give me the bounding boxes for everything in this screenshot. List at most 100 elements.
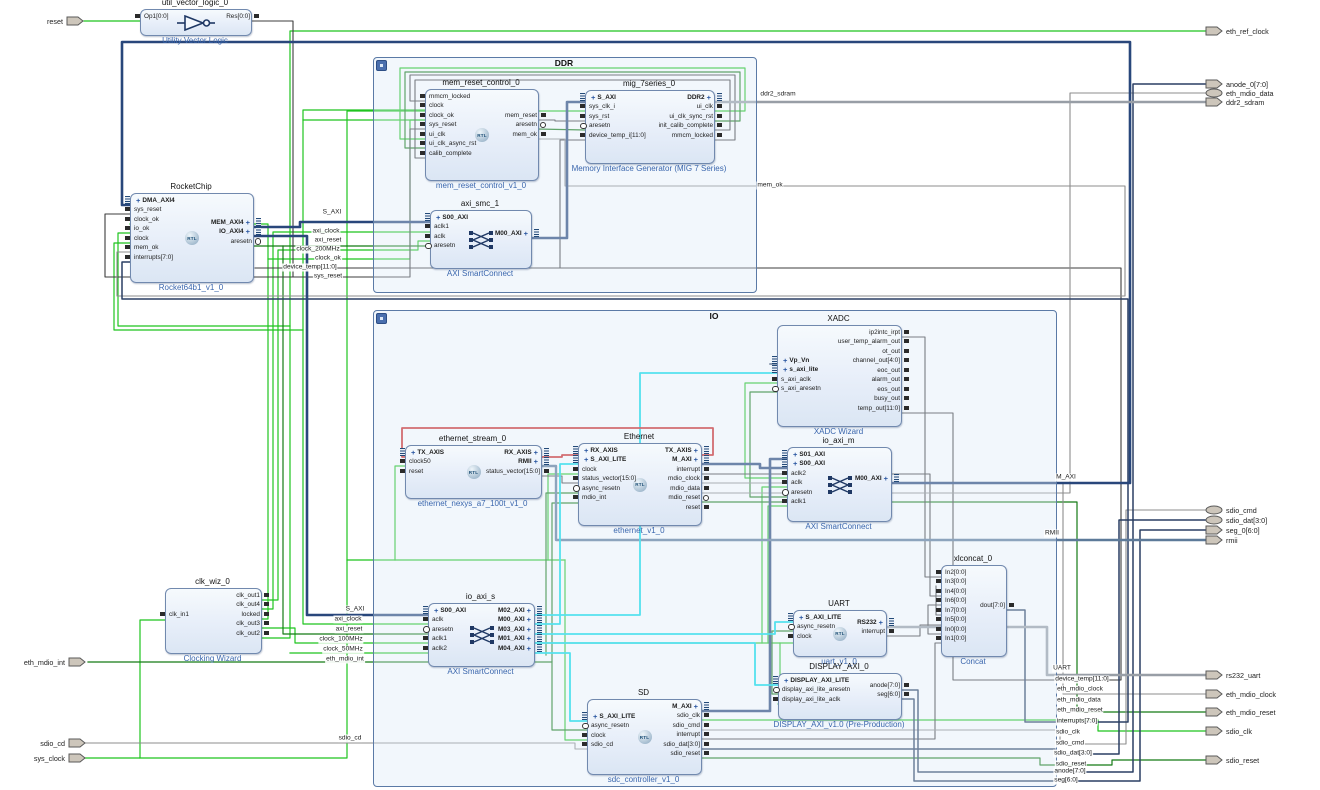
wire[interactable] bbox=[259, 231, 431, 610]
wire[interactable] bbox=[116, 138, 1126, 297]
external-port-sdio_clk[interactable]: sdio_clk bbox=[1205, 726, 1252, 736]
pin-axi_smc_1-S00_AXI[interactable]: +S00_AXI bbox=[425, 212, 534, 222]
wire[interactable] bbox=[532, 642, 779, 686]
wire[interactable] bbox=[414, 79, 731, 159]
pin-DISPLAY_AXI_0-display_axi_lite_aclk[interactable]: display_axi_lite_aclk bbox=[773, 694, 904, 704]
pin-mig_7series_0-DDR2[interactable]: DDR2+ bbox=[585, 92, 722, 102]
wire[interactable] bbox=[761, 486, 788, 644]
wire[interactable] bbox=[927, 604, 942, 635]
block-XADC[interactable] bbox=[777, 325, 902, 427]
pin-io_axi_s-aclk2[interactable]: aclk2 bbox=[423, 643, 537, 653]
wire[interactable] bbox=[771, 630, 794, 695]
pin-XADC-s_axi_lite[interactable]: +s_axi_lite bbox=[772, 365, 904, 375]
wire[interactable] bbox=[282, 245, 429, 635]
pin-SD-M_AXI[interactable]: M_AXI+ bbox=[587, 701, 709, 711]
expand-plus-icon[interactable]: + bbox=[693, 455, 698, 464]
pin-UART-interrupt[interactable]: interrupt bbox=[793, 627, 894, 637]
wire[interactable] bbox=[532, 652, 588, 722]
wire[interactable] bbox=[401, 427, 714, 458]
pin-io_axi_s-aclk1[interactable]: aclk1 bbox=[423, 634, 537, 644]
pin-SD-sdio_cmd[interactable]: sdio_cmd bbox=[587, 720, 709, 730]
expand-plus-icon[interactable]: + bbox=[526, 643, 531, 653]
wire[interactable] bbox=[545, 492, 579, 656]
pin-clk_wiz_0-locked[interactable]: locked bbox=[165, 609, 269, 619]
pin-ethernet_stream_0-status_vector[15:0][interactable]: status_vector[15:0] bbox=[405, 466, 549, 476]
wire[interactable] bbox=[532, 621, 794, 635]
wire[interactable] bbox=[551, 661, 588, 731]
region-io[interactable] bbox=[373, 310, 1057, 787]
pin-XADC-temp_out[11:0][interactable]: temp_out[11:0] bbox=[777, 403, 909, 413]
pin-mem_reset_control_0-ui_clk[interactable]: ui_clk bbox=[420, 129, 541, 139]
pin-RocketChip-DMA_AXI4[interactable]: +DMA_AXI4 bbox=[125, 195, 256, 205]
wire[interactable] bbox=[113, 242, 304, 331]
external-port-rs232_uart[interactable]: rs232_uart bbox=[1205, 670, 1260, 680]
pin-io_axi_s-S00_AXI[interactable]: +S00_AXI bbox=[423, 605, 537, 615]
pin-mem_reset_control_0-mem_ok[interactable]: mem_ok bbox=[425, 129, 546, 139]
pin-io_axi_m-aclk[interactable]: aclk bbox=[782, 478, 894, 488]
pin-clk_wiz_0-clk_in1[interactable]: clk_in1 bbox=[160, 609, 264, 619]
pin-mig_7series_0-sys_rst[interactable]: sys_rst bbox=[580, 111, 717, 121]
external-port-sys_clock[interactable]: sys_clock bbox=[0, 753, 86, 763]
pin-clk_wiz_0-clk_out1[interactable]: clk_out1 bbox=[165, 590, 269, 600]
wire[interactable] bbox=[394, 465, 406, 561]
pin-Ethernet-mdio_clock[interactable]: mdio_clock bbox=[578, 474, 709, 484]
pin-DISPLAY_AXI_0-anode[7:0][interactable]: anode[7:0] bbox=[778, 680, 909, 690]
pin-mem_reset_control_0-ui_clk_async_rst[interactable]: ui_clk_async_rst bbox=[420, 139, 541, 149]
external-port-eth_ref_clock[interactable]: eth_ref_clock bbox=[1205, 26, 1269, 36]
wire[interactable] bbox=[536, 128, 586, 131]
wire[interactable] bbox=[899, 83, 1206, 773]
pin-ethernet_stream_0-RMII[interactable]: RMII+ bbox=[405, 457, 549, 467]
block-ethernet_stream_0[interactable]: RTL bbox=[405, 445, 542, 499]
pin-mig_7series_0-S_AXI[interactable]: +S_AXI bbox=[580, 92, 717, 102]
wire[interactable] bbox=[899, 529, 1206, 782]
external-port-eth_mdio_clock[interactable]: eth_mdio_clock bbox=[1205, 689, 1276, 699]
block-DISPLAY_AXI_0[interactable] bbox=[778, 673, 902, 720]
expand-plus-icon[interactable]: + bbox=[533, 447, 538, 457]
pin-clk_wiz_0-clk_out2[interactable]: clk_out2 bbox=[165, 628, 269, 638]
pin-XADC-user_temp_alarm_out[interactable]: user_temp_alarm_out bbox=[777, 337, 909, 347]
pin-XADC-eos_out[interactable]: eos_out bbox=[777, 384, 909, 394]
block-UART[interactable]: RTL bbox=[793, 610, 887, 657]
wire[interactable] bbox=[744, 382, 788, 479]
pin-io_axi_s-M04_AXI[interactable]: M04_AXI+ bbox=[428, 643, 542, 653]
pin-Ethernet-mdio_int[interactable]: mdio_int bbox=[573, 493, 704, 503]
wire[interactable] bbox=[559, 139, 586, 269]
pin-SD-sdio_dat[3:0][interactable]: sdio_dat[3:0] bbox=[587, 739, 709, 749]
external-port-sdio_dat[interactable]: sdio_dat[3:0] bbox=[1205, 515, 1267, 525]
pin-io_axi_s-aresetn[interactable]: aresetn bbox=[423, 624, 537, 634]
expand-plus-icon[interactable]: + bbox=[706, 92, 711, 102]
pin-util_vector_logic_0-Res[0:0][interactable]: Res[0:0] bbox=[140, 11, 259, 21]
pin-mem_reset_control_0-clock_ok[interactable]: clock_ok bbox=[420, 110, 541, 120]
pin-Ethernet-async_resetn[interactable]: async_resetn bbox=[573, 483, 704, 493]
wire[interactable] bbox=[699, 509, 1206, 745]
expand-plus-icon[interactable]: + bbox=[136, 195, 141, 205]
pin-RocketChip-MEM_AXI4[interactable]: MEM_AXI4+ bbox=[130, 217, 261, 227]
pin-XADC-s_axi_aresetn[interactable]: s_axi_aresetn bbox=[772, 384, 904, 394]
pin-clk_wiz_0-clk_out4[interactable]: clk_out4 bbox=[165, 600, 269, 610]
pin-Ethernet-RX_AXIS[interactable]: +RX_AXIS bbox=[573, 445, 704, 455]
region-expand-icon[interactable] bbox=[376, 313, 387, 324]
wire[interactable] bbox=[564, 559, 588, 741]
region-expand-icon[interactable] bbox=[376, 60, 387, 71]
pin-mig_7series_0-mmcm_locked[interactable]: mmcm_locked bbox=[585, 130, 722, 140]
pin-xlconcat_0-In0[0:0][interactable]: In0[0:0] bbox=[936, 624, 1009, 634]
pin-XADC-ot_out[interactable]: ot_out bbox=[777, 346, 909, 356]
pin-RocketChip-mem_ok[interactable]: mem_ok bbox=[125, 243, 256, 253]
pin-Ethernet-M_AXI[interactable]: M_AXI+ bbox=[578, 455, 709, 465]
pin-SD-sdio_reset[interactable]: sdio_reset bbox=[587, 749, 709, 759]
wire[interactable] bbox=[698, 457, 789, 713]
external-port-sdio_cd[interactable]: sdio_cd bbox=[0, 738, 86, 748]
pin-io_axi_s-M01_AXI[interactable]: M01_AXI+ bbox=[428, 634, 542, 644]
pin-io_axi_s-M00_AXI[interactable]: M00_AXI+ bbox=[428, 615, 542, 625]
pin-Ethernet-mdio_data[interactable]: mdio_data bbox=[578, 483, 709, 493]
wire[interactable] bbox=[532, 463, 579, 625]
expand-plus-icon[interactable]: + bbox=[799, 612, 804, 622]
wire[interactable] bbox=[699, 642, 942, 740]
pin-SD-sdio_cd[interactable]: sdio_cd bbox=[582, 740, 704, 750]
pin-DISPLAY_AXI_0-DISPLAY_AXI_LITE[interactable]: +DISPLAY_AXI_LITE bbox=[773, 675, 904, 685]
wire[interactable] bbox=[250, 234, 430, 617]
pin-mem_reset_control_0-sys_reset[interactable]: sys_reset bbox=[420, 120, 541, 130]
pin-mem_reset_control_0-mmcm_locked[interactable]: mmcm_locked bbox=[420, 91, 541, 101]
pin-XADC-s_axi_aclk[interactable]: s_axi_aclk bbox=[772, 374, 904, 384]
external-port-sdio_reset[interactable]: sdio_reset bbox=[1205, 755, 1259, 765]
